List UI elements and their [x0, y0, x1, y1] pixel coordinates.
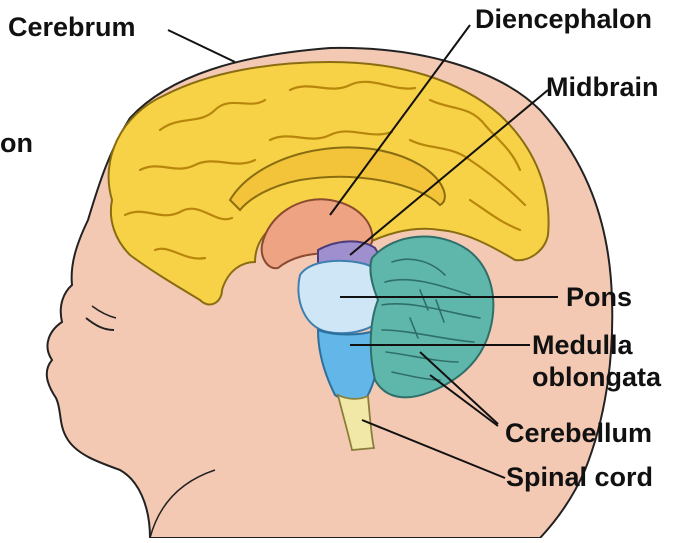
- label-medulla-line1: Medulla: [532, 330, 633, 360]
- label-cerebellum: Cerebellum: [505, 418, 652, 448]
- label-midbrain: Midbrain: [546, 72, 659, 102]
- label-cut-off: on: [0, 128, 33, 158]
- label-pons: Pons: [566, 282, 632, 312]
- label-spinal-cord: Spinal cord: [506, 462, 653, 492]
- label-medulla-line2: oblongata: [532, 362, 661, 392]
- label-cerebrum: Cerebrum: [8, 12, 136, 42]
- label-diencephalon: Diencephalon: [475, 4, 652, 34]
- leader-cerebrum: [168, 30, 235, 62]
